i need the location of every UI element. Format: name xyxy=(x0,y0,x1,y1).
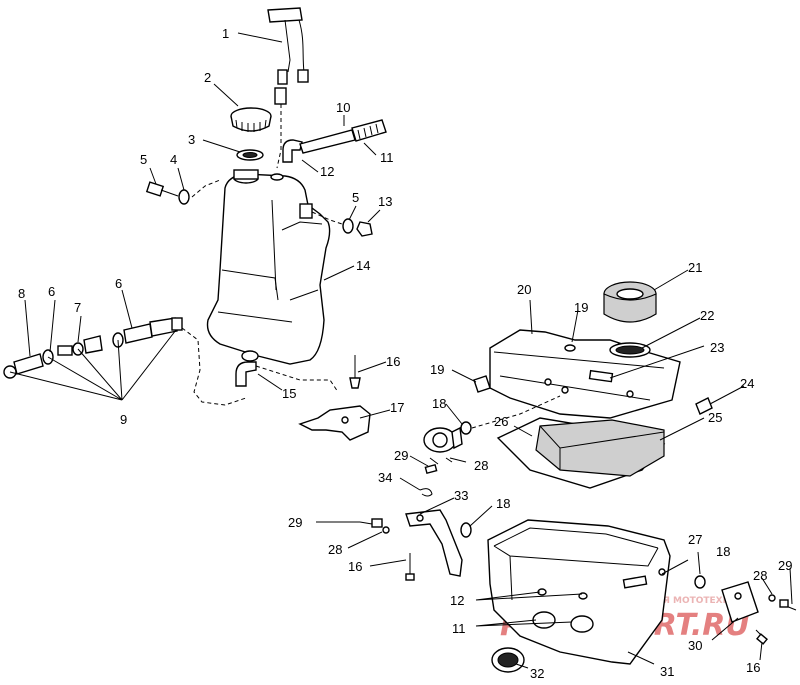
callout-29-left: 29 xyxy=(288,515,302,530)
callout-28-left: 28 xyxy=(328,542,342,557)
callout-5-right: 5 xyxy=(352,190,359,205)
callout-18-middle: 18 xyxy=(496,496,510,511)
callout-1: 1 xyxy=(222,26,229,41)
callout-7: 7 xyxy=(74,300,81,315)
part-hardware-left-group xyxy=(359,518,415,581)
callout-34: 34 xyxy=(378,470,392,485)
part-screw-upper xyxy=(349,355,361,389)
part-bolt-and-nut-right xyxy=(311,211,373,237)
callout-32: 32 xyxy=(530,666,544,681)
callout-31: 31 xyxy=(660,664,674,679)
callout-12-lower: 12 xyxy=(450,593,464,608)
part-filter-seal xyxy=(609,342,651,358)
part-bolt-and-washer-left xyxy=(145,179,221,205)
callout-2: 2 xyxy=(204,70,211,85)
callout-18-upper: 18 xyxy=(432,396,446,411)
callout-11-upper: 11 xyxy=(380,150,394,165)
callout-26: 26 xyxy=(494,414,508,429)
part-clip-19-lower xyxy=(473,375,491,393)
part-filler-cap xyxy=(230,107,272,132)
callout-29-upper: 29 xyxy=(394,448,408,463)
callout-12-upper: 12 xyxy=(320,164,334,179)
callout-25: 25 xyxy=(708,410,722,425)
part-grommet-18-upper xyxy=(460,395,561,435)
callout-15: 15 xyxy=(282,386,296,401)
part-oil-tank xyxy=(206,169,331,365)
callout-4: 4 xyxy=(170,152,177,167)
callout-27: 27 xyxy=(688,532,702,547)
callout-20: 20 xyxy=(517,282,531,297)
callout-labels: 1 2 3 5 4 10 11 12 5 13 14 8 6 7 6 9 15 … xyxy=(18,26,792,681)
callout-21: 21 xyxy=(688,260,702,275)
part-support-bracket xyxy=(405,509,463,577)
callout-5-left: 5 xyxy=(140,152,147,167)
callout-29-right: 29 xyxy=(778,558,792,573)
part-airbox-base xyxy=(487,519,671,665)
part-elbow-fitting-and-hose xyxy=(282,119,387,163)
part-intake-boot xyxy=(491,647,525,673)
part-hardware-right-group xyxy=(694,575,797,645)
part-cap-gasket xyxy=(236,149,264,161)
part-clip xyxy=(695,397,713,415)
callout-16-right: 16 xyxy=(746,660,760,675)
callout-16-left: 16 xyxy=(348,559,362,574)
callout-19-lower: 19 xyxy=(430,362,444,377)
callout-11-lower: 11 xyxy=(452,621,466,636)
callout-33: 33 xyxy=(454,488,468,503)
callout-17: 17 xyxy=(390,400,404,415)
callout-6-right: 6 xyxy=(115,276,122,291)
callout-13: 13 xyxy=(378,194,392,209)
callout-18-right: 18 xyxy=(716,544,730,559)
part-sensor-valve xyxy=(423,426,463,475)
part-foam-element xyxy=(535,419,665,477)
callout-6-left: 6 xyxy=(48,284,55,299)
part-lower-elbow-fitting xyxy=(235,361,339,393)
callout-22: 22 xyxy=(700,308,714,323)
callout-30: 30 xyxy=(688,638,702,653)
callout-23: 23 xyxy=(710,340,724,355)
part-air-filter-element xyxy=(603,281,657,323)
callout-16-upper: 16 xyxy=(386,354,400,369)
callout-9: 9 xyxy=(120,412,127,427)
part-mount-bracket xyxy=(298,405,371,441)
callout-28-upper: 28 xyxy=(474,458,488,473)
callout-19-upper: 19 xyxy=(574,300,588,315)
callout-3: 3 xyxy=(188,132,195,147)
callout-8: 8 xyxy=(18,286,25,301)
callout-28-right: 28 xyxy=(753,568,767,583)
part-spring-clip xyxy=(419,488,433,497)
part-vent-hose xyxy=(267,7,309,169)
part-grommet-18-middle xyxy=(460,522,472,538)
leader-lines xyxy=(9,32,793,669)
callout-14: 14 xyxy=(356,258,370,273)
callout-10: 10 xyxy=(336,100,350,115)
callout-24: 24 xyxy=(740,376,754,391)
